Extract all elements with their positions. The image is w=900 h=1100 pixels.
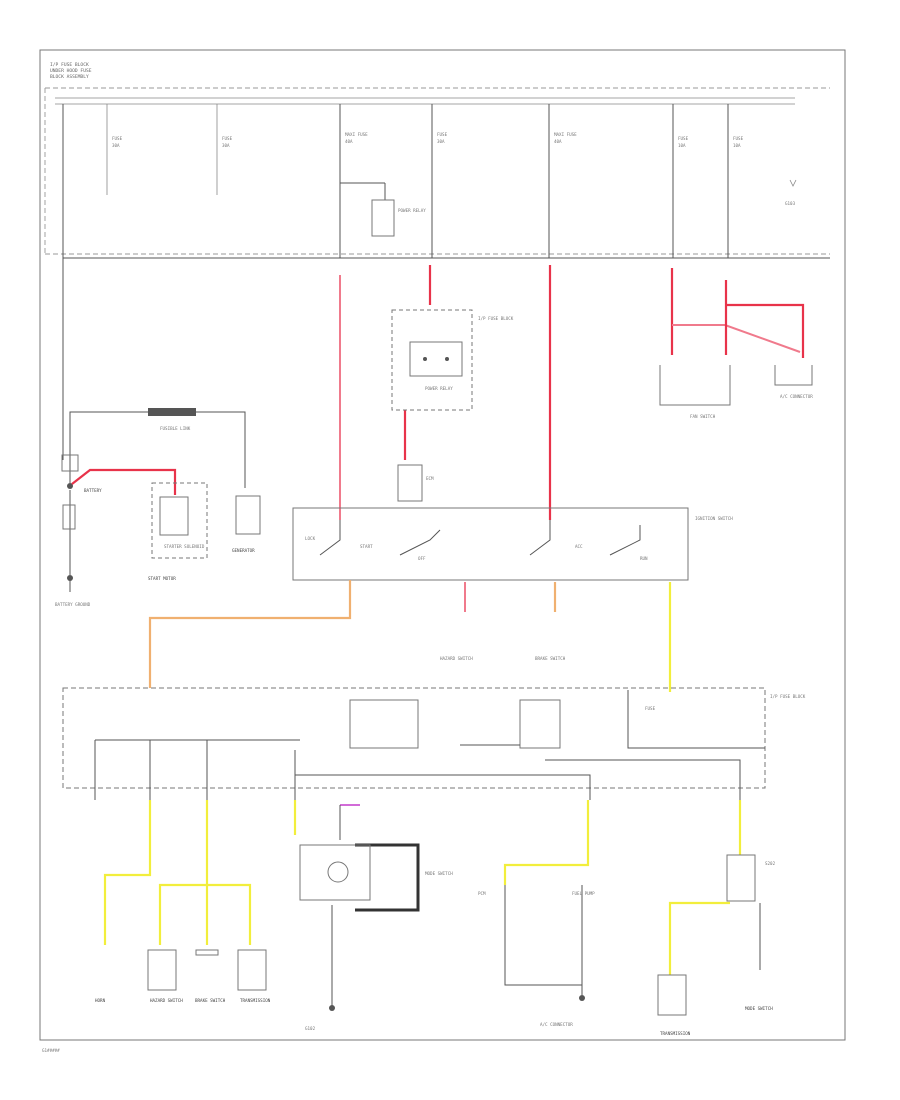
uh-ground-label: G103 xyxy=(785,201,796,206)
fan-switch-area: FAN SWITCH A/C CONNECTOR xyxy=(659,365,813,419)
switch-pos-off: OFF xyxy=(418,556,426,561)
ac-connector-label: A/C CONNECTOR xyxy=(780,394,813,399)
ecm-label: ECM xyxy=(426,476,434,481)
transmission-load-label: TRANSMISSION xyxy=(240,998,271,1003)
s202-label: S202 xyxy=(765,861,776,866)
ignition-output-wires: HAZARD SWITCH BRAKE SWITCH xyxy=(148,580,672,692)
ignition-switch: LOCK START OFF ACC RUN IGNITION SWITCH xyxy=(292,507,733,581)
top-fuse-label-7: FUSE xyxy=(733,136,744,141)
uh-relay-label: POWER RELAY xyxy=(398,208,426,213)
diagram-border xyxy=(39,49,846,1041)
transmission-label: TRANSMISSION xyxy=(660,1031,691,1036)
diagram-title-line-2: UNDER HOOD FUSE xyxy=(50,68,92,74)
switch-pos-acc: ACC xyxy=(575,544,583,549)
top-fuse-sub-5: 40A xyxy=(554,139,562,144)
power-relay-label: POWER RELAY xyxy=(425,386,453,391)
diagram-title-line-3: BLOCK ASSEMBLY xyxy=(50,74,89,80)
top-fuse-label-2: FUSE xyxy=(222,136,233,141)
switch-pos-run: RUN xyxy=(640,556,648,561)
switch-pos-lock: LOCK xyxy=(305,536,316,541)
mode-switch-label: MODE SWITCH xyxy=(425,871,453,876)
top-fuse-label-5: MAXI FUSE xyxy=(554,132,577,137)
power-feeds xyxy=(339,265,805,520)
ip-fuse-block: I/P FUSE BLOCK FUSE xyxy=(62,687,806,800)
brake-load-label: BRAKE SWITCH xyxy=(195,998,226,1003)
top-fuse-sub-3: 40A xyxy=(345,139,353,144)
pcm-label: PCM xyxy=(478,891,486,896)
horn-label: HORN xyxy=(95,998,106,1003)
hazard-load-label: HAZARD SWITCH xyxy=(150,998,183,1003)
battery-label: BATTERY xyxy=(84,488,102,493)
fusible-link xyxy=(148,408,196,416)
transmission-mode-label: MODE SWITCH xyxy=(745,1006,773,1011)
battery-ground-label: BATTERY GROUND xyxy=(55,602,91,607)
switch-pos-start: START xyxy=(360,544,373,549)
diagram-footer-code: G1##### xyxy=(42,1048,60,1053)
brake-switch-label: BRAKE SWITCH xyxy=(535,656,566,661)
top-fuse-label-6: FUSE xyxy=(678,136,689,141)
power-relay-box: I/P FUSE BLOCK POWER RELAY ECM xyxy=(391,309,514,502)
fusible-link-label: FUSIBLE LINK xyxy=(160,426,191,431)
battery-circuit: FUSIBLE LINK BATTERY BATTERY GROUND STAR… xyxy=(55,260,261,607)
starter-solenoid-label: STARTER SOLENOID xyxy=(164,544,205,549)
top-fuse-sub-7: 10A xyxy=(733,143,741,148)
top-fuse-label-3: MAXI FUSE xyxy=(345,132,368,137)
generator-label: GENERATOR xyxy=(232,548,255,553)
ip-fuse-block-label: I/P FUSE BLOCK xyxy=(770,694,806,699)
ac-connector-bottom-label: A/C CONNECTOR xyxy=(540,1022,573,1027)
top-fuse-label-4: FUSE xyxy=(437,132,448,137)
ignition-switch-label: IGNITION SWITCH xyxy=(695,516,733,521)
hazard-switch-label: HAZARD SWITCH xyxy=(440,656,473,661)
relay-box-label: I/P FUSE BLOCK xyxy=(478,316,514,321)
fuel-pump-label: FUEL PUMP xyxy=(572,891,595,896)
ip-fuse-label: FUSE xyxy=(645,706,656,711)
top-fuse-sub-2: 30A xyxy=(222,143,230,148)
start-motor-label: START MOTOR xyxy=(148,576,176,581)
g102-label: G102 xyxy=(305,1026,316,1031)
bottom-loads: HORN HAZARD SWITCH BRAKE SWITCH TRANSMIS… xyxy=(95,800,776,1036)
diagram-title-line-1: I/P FUSE BLOCK xyxy=(50,62,89,68)
top-fuse-sub-4: 30A xyxy=(437,139,445,144)
top-fuse-sub-6: 10A xyxy=(678,143,686,148)
underhood-fuse-block: FUSE 30A FUSE 30A MAXI FUSE 40A FUSE 30A… xyxy=(44,87,830,260)
top-fuse-label-1: FUSE xyxy=(112,136,123,141)
fan-switch-label: FAN SWITCH xyxy=(690,414,716,419)
top-fuse-sub-1: 30A xyxy=(112,143,120,148)
